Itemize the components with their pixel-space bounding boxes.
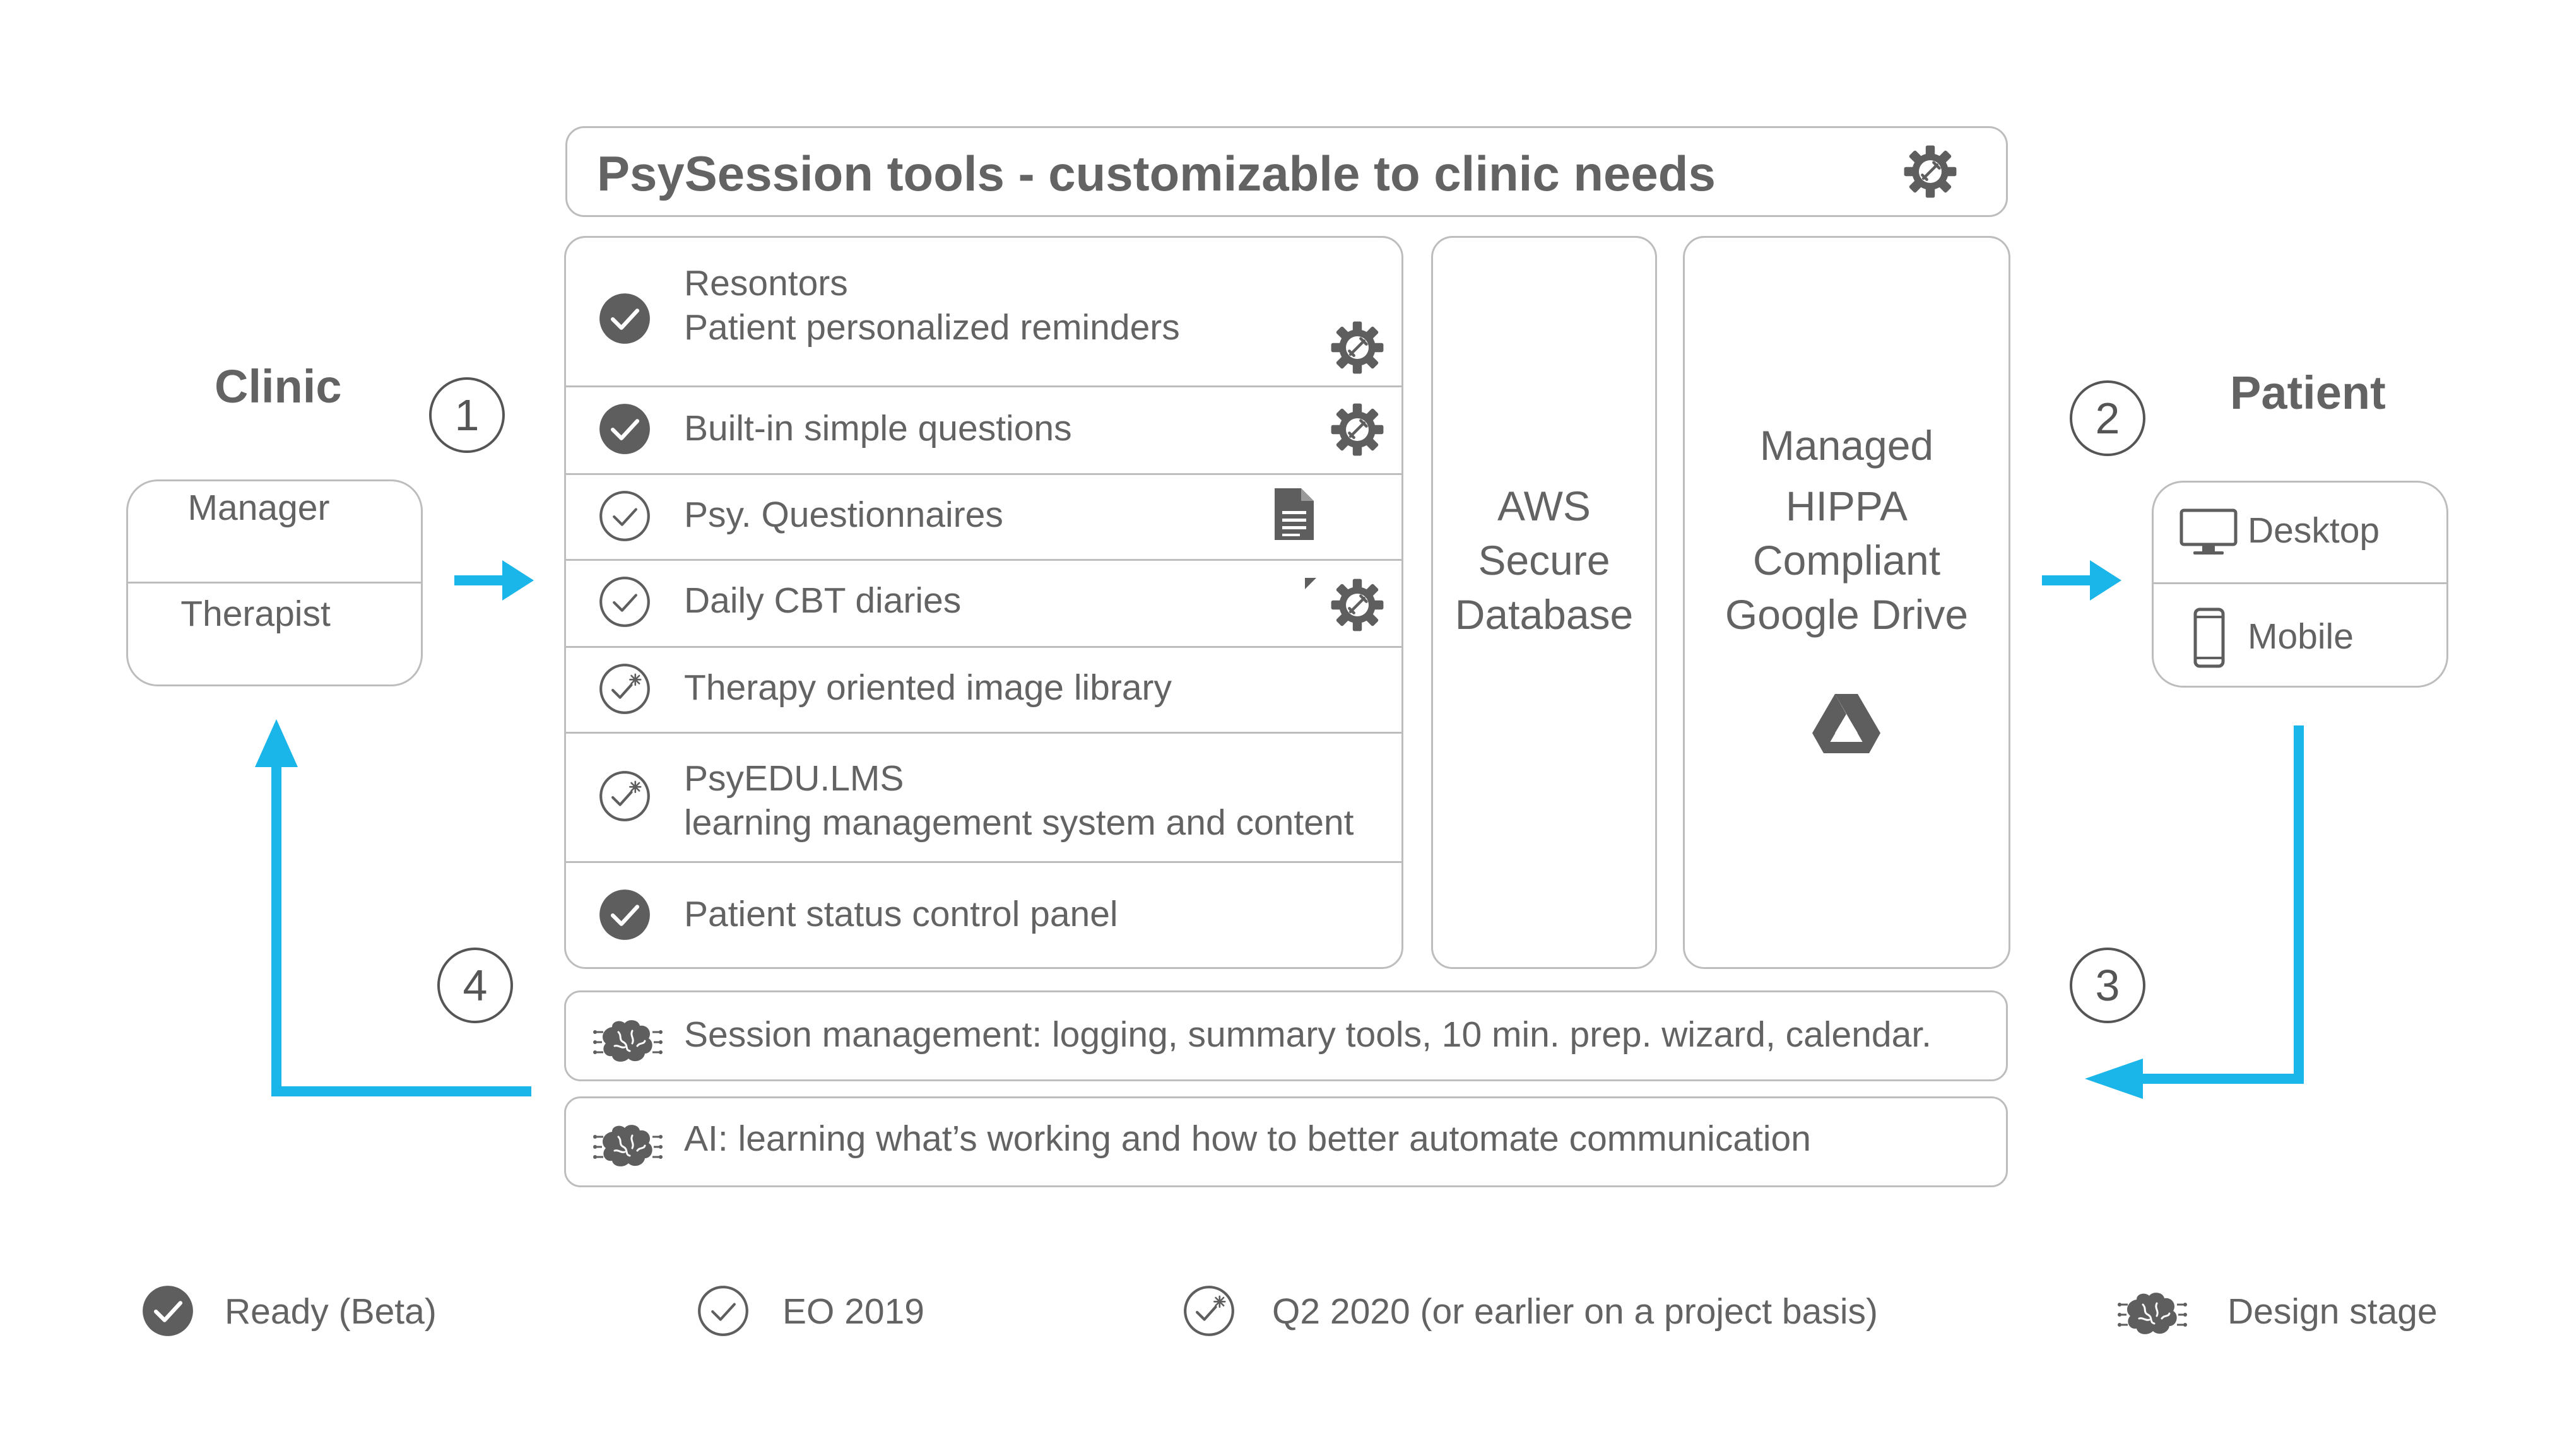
mobile-icon	[2193, 608, 2225, 668]
gear-icon	[1902, 143, 1959, 200]
tool-label: Daily CBT diaries	[684, 580, 962, 621]
clinic-title: Clinic	[215, 360, 342, 413]
arrow-clinic-to-tools	[454, 560, 534, 601]
brain-icon	[593, 1017, 663, 1067]
arrow-tools-to-patient	[2042, 560, 2121, 601]
patient-box	[2152, 481, 2448, 688]
tool-description: Patient personalized reminders	[684, 307, 1180, 348]
ai-bar	[564, 1096, 2008, 1187]
legend-label: Q2 2020 (or earlier on a project basis)	[1272, 1291, 1878, 1332]
gear-icon	[1329, 319, 1386, 376]
divider	[566, 385, 1401, 387]
aws-box	[1431, 236, 1657, 969]
tool-label: Resontors	[684, 263, 848, 303]
tool-label: Psy. Questionnaires	[684, 495, 1003, 535]
tool-label: PsyEDU.LMS	[684, 758, 904, 799]
divider	[566, 861, 1401, 863]
divider	[128, 582, 421, 584]
divider	[566, 559, 1401, 561]
filled-check-icon	[598, 888, 651, 941]
desktop-icon	[2180, 508, 2238, 555]
google-drive-box	[1683, 236, 2010, 969]
outline-check-icon	[697, 1284, 750, 1337]
gear-icon	[1329, 401, 1386, 458]
document-icon	[1272, 486, 1316, 543]
divider	[2154, 582, 2446, 584]
legend-label: Ready (Beta)	[225, 1291, 437, 1332]
drive-line: HIPPA	[1785, 483, 1908, 529]
step-3: 3	[2070, 948, 2145, 1023]
page-title: PsySession tools - customizable to clini…	[597, 146, 1716, 201]
filled-check-icon	[141, 1284, 194, 1337]
header-box	[565, 126, 2008, 217]
patient-title: Patient	[2230, 367, 2386, 419]
sparkle-check-icon	[598, 770, 651, 823]
drive-line: Google Drive	[1725, 591, 1969, 638]
filled-check-icon	[598, 292, 651, 345]
tool-label: Built-in simple questions	[684, 408, 1072, 449]
gear-icon	[1329, 577, 1386, 633]
patient-device: Desktop	[2248, 510, 2380, 551]
outline-check-icon	[598, 575, 651, 628]
brain-icon	[593, 1122, 663, 1172]
sparkle-check-icon	[1183, 1284, 1236, 1337]
step-1: 1	[429, 377, 505, 453]
tool-description: learning management system and content	[684, 802, 1354, 843]
drive-line: Managed	[1759, 422, 1934, 469]
session-management-text: Session management: logging, summary too…	[684, 1014, 1932, 1055]
google-drive-icon	[1812, 694, 1880, 753]
aws-line: AWS	[1497, 483, 1591, 529]
step-4: 4	[437, 948, 513, 1023]
tools-list	[564, 236, 1403, 969]
step-2: 2	[2070, 380, 2145, 456]
drive-line: Compliant	[1752, 537, 1941, 584]
aws-line: Database	[1454, 591, 1634, 638]
outline-check-icon	[598, 490, 651, 543]
session-management-bar	[564, 990, 2008, 1081]
divider	[566, 473, 1401, 475]
divider	[566, 732, 1401, 734]
sparkle-check-icon	[598, 662, 651, 715]
filled-check-icon	[598, 402, 651, 455]
tool-label: Patient status control panel	[684, 894, 1118, 934]
arrow-patient-return	[2085, 725, 2304, 1099]
ai-text: AI: learning what’s working and how to b…	[684, 1118, 1811, 1159]
clinic-role: Therapist	[180, 594, 331, 634]
patient-device: Mobile	[2248, 616, 2354, 657]
aws-line: Secure	[1478, 537, 1610, 584]
arrow-to-clinic	[255, 719, 531, 1096]
legend-label: Design stage	[2227, 1291, 2438, 1332]
corner-mark-icon	[1305, 578, 1316, 589]
tool-label: Therapy oriented image library	[684, 667, 1172, 708]
brain-icon	[2118, 1289, 2187, 1340]
divider	[566, 646, 1401, 648]
clinic-role: Manager	[187, 488, 330, 528]
legend-label: EO 2019	[782, 1291, 924, 1332]
